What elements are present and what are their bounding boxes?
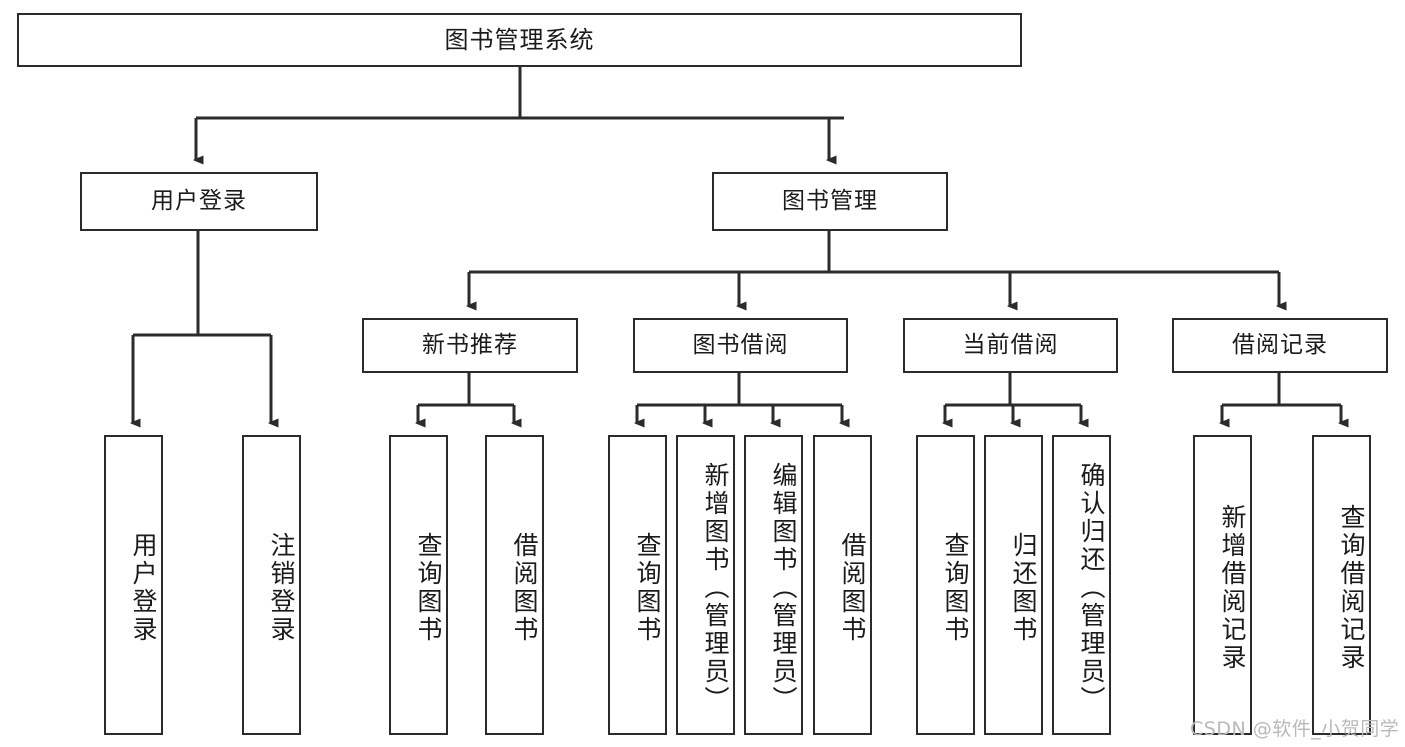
node-label: 借阅图书 bbox=[510, 532, 539, 644]
node-user-login[interactable]: 用户登录 bbox=[80, 172, 318, 231]
leaf-add-borrow-record[interactable]: 新增借阅记录 bbox=[1193, 435, 1252, 735]
node-label: 查询图书 bbox=[633, 532, 662, 644]
leaf-query-borrow-record[interactable]: 查询借阅记录 bbox=[1312, 435, 1371, 735]
node-label: 编辑图书（管理员） bbox=[769, 462, 798, 714]
leaf-query-book-borrow[interactable]: 查询图书 bbox=[608, 435, 667, 735]
node-label: 归还图书 bbox=[1009, 532, 1038, 644]
node-label: 图书管理系统 bbox=[444, 25, 595, 54]
node-book-management[interactable]: 图书管理 bbox=[712, 172, 948, 231]
leaf-borrow-book[interactable]: 借阅图书 bbox=[813, 435, 872, 735]
node-new-book-recommend[interactable]: 新书推荐 bbox=[362, 318, 578, 373]
leaf-borrow-book-recommend[interactable]: 借阅图书 bbox=[485, 435, 544, 735]
leaf-query-book-current[interactable]: 查询图书 bbox=[916, 435, 975, 735]
node-label: 用户登录 bbox=[129, 532, 158, 644]
node-label: 注销登录 bbox=[267, 532, 296, 644]
node-label: 用户登录 bbox=[151, 187, 247, 214]
node-label: 借阅图书 bbox=[838, 532, 867, 644]
node-label: 新书推荐 bbox=[422, 331, 518, 358]
leaf-return-book[interactable]: 归还图书 bbox=[984, 435, 1043, 735]
node-label: 查询图书 bbox=[414, 532, 443, 644]
leaf-add-book-admin[interactable]: 新增图书（管理员） bbox=[676, 435, 735, 735]
node-label: 图书管理 bbox=[782, 187, 878, 214]
node-label: 新增图书（管理员） bbox=[701, 462, 730, 714]
leaf-confirm-return-admin[interactable]: 确认归还（管理员） bbox=[1052, 435, 1111, 735]
leaf-edit-book-admin[interactable]: 编辑图书（管理员） bbox=[744, 435, 803, 735]
node-label: 查询图书 bbox=[941, 532, 970, 644]
node-label: 当前借阅 bbox=[962, 331, 1059, 358]
node-label: 借阅记录 bbox=[1232, 331, 1328, 358]
node-book-borrow[interactable]: 图书借阅 bbox=[633, 318, 848, 373]
node-borrow-record[interactable]: 借阅记录 bbox=[1172, 318, 1388, 373]
node-current-borrow[interactable]: 当前借阅 bbox=[903, 318, 1118, 373]
node-label: 查询借阅记录 bbox=[1337, 504, 1366, 672]
node-label: 图书借阅 bbox=[692, 331, 789, 358]
node-root-system[interactable]: 图书管理系统 bbox=[17, 13, 1022, 67]
node-label: 确认归还（管理员） bbox=[1077, 462, 1106, 714]
leaf-logout[interactable]: 注销登录 bbox=[242, 435, 301, 735]
node-label: 新增借阅记录 bbox=[1218, 504, 1247, 672]
leaf-user-login[interactable]: 用户登录 bbox=[104, 435, 163, 735]
leaf-query-book-recommend[interactable]: 查询图书 bbox=[389, 435, 448, 735]
